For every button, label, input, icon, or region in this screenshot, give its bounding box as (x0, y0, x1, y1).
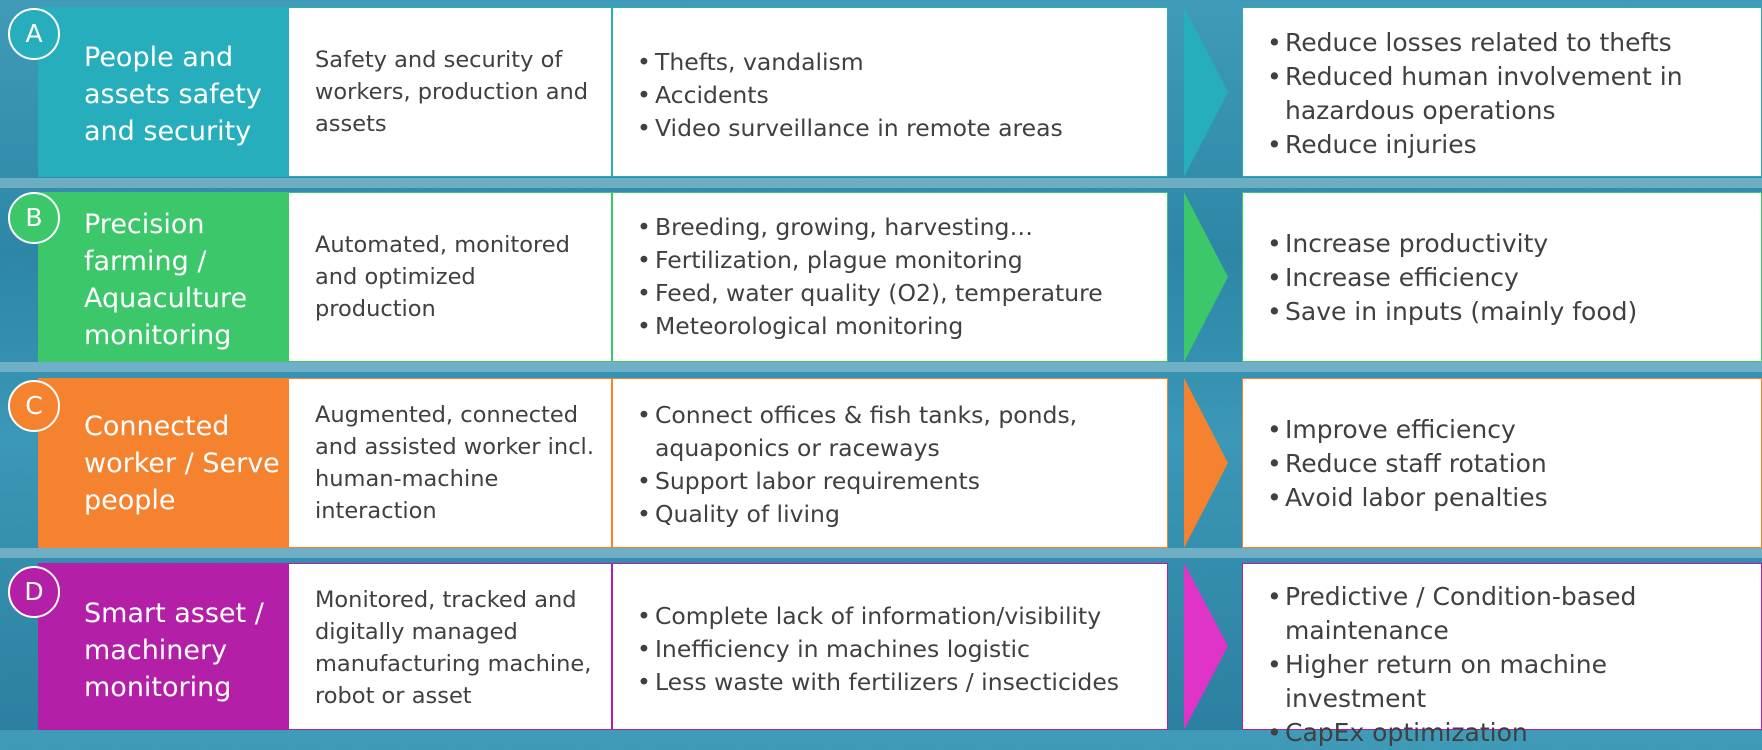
benefit-item: Reduce losses related to thefts (1267, 26, 1751, 60)
background-water (0, 362, 1762, 372)
benefits-box: Increase productivity Increase efficienc… (1242, 192, 1762, 362)
challenge-item: Accidents (637, 79, 1157, 112)
benefit-item: Predictive / Condition-based maintenance (1267, 580, 1751, 648)
benefit-item: Increase efficiency (1267, 261, 1751, 295)
challenges-list: Breeding, growing, harvesting… Fertiliza… (637, 211, 1157, 343)
category-cell: Precision farming / Aquaculture monitori… (38, 192, 288, 362)
benefits-list: Reduce losses related to thefts Reduced … (1267, 26, 1751, 162)
challenges-list: Connect offices & fish tanks, ponds, aqu… (637, 399, 1157, 531)
use-case-row-d: Smart asset / machinery monitoring Monit… (0, 563, 1762, 750)
arrow-right-icon (1184, 378, 1228, 548)
benefit-item: Increase productivity (1267, 227, 1751, 261)
category-title: Smart asset / machinery monitoring (84, 598, 264, 703)
challenge-item: Inefficiency in machines logistic (637, 633, 1157, 666)
benefits-box: Reduce losses related to thefts Reduced … (1242, 7, 1762, 177)
benefit-item: Higher return on machine investment (1267, 648, 1751, 716)
arrow-right-icon (1184, 192, 1228, 362)
benefits-list: Improve efficiency Reduce staff rotation… (1267, 413, 1751, 515)
category-cell: People and assets safety and security (38, 7, 288, 177)
category-letter-badge: D (8, 566, 60, 618)
description-text: Monitored, tracked and digitally managed… (315, 587, 592, 709)
arrow-right-icon (1184, 7, 1228, 177)
benefit-item: Improve efficiency (1267, 413, 1751, 447)
challenge-item: Thefts, vandalism (637, 46, 1157, 79)
challenges-list: Thefts, vandalism Accidents Video survei… (637, 46, 1157, 145)
challenge-item: Support labor requirements (637, 465, 1157, 498)
category-title: Connected worker / Serve people (84, 411, 280, 516)
arrow-right-icon (1184, 563, 1228, 730)
description-box: Augmented, connected and assisted worker… (288, 378, 612, 548)
benefit-item: Reduced human involvement in hazardous o… (1267, 60, 1751, 128)
benefit-item: CapEx optimization (1267, 716, 1751, 750)
category-letter-badge: A (8, 8, 60, 60)
benefits-box: Predictive / Condition-based maintenance… (1242, 563, 1762, 750)
challenge-item: Fertilization, plague monitoring (637, 244, 1157, 277)
use-case-row-c: Connected worker / Serve people Augmente… (0, 378, 1762, 548)
challenge-item: Breeding, growing, harvesting… (637, 211, 1157, 244)
description-text: Automated, monitored and optimized produ… (315, 232, 570, 322)
benefit-item: Reduce staff rotation (1267, 447, 1751, 481)
challenges-box: Breeding, growing, harvesting… Fertiliza… (612, 192, 1168, 362)
challenges-box: Complete lack of information/visibility … (612, 563, 1168, 730)
challenges-box: Connect offices & fish tanks, ponds, aqu… (612, 378, 1168, 548)
use-case-row-a: People and assets safety and security Sa… (0, 7, 1762, 177)
challenge-item: Feed, water quality (O2), temperature (637, 277, 1157, 310)
category-title: People and assets safety and security (84, 42, 262, 147)
benefits-list: Increase productivity Increase efficienc… (1267, 227, 1751, 329)
use-case-row-b: Precision farming / Aquaculture monitori… (0, 192, 1762, 362)
category-cell: Smart asset / machinery monitoring (38, 563, 288, 730)
challenges-list: Complete lack of information/visibility … (637, 600, 1157, 699)
description-text: Safety and security of workers, producti… (315, 47, 589, 137)
category-letter-badge: C (8, 380, 60, 432)
background-water (0, 178, 1762, 188)
description-text: Augmented, connected and assisted worker… (315, 402, 594, 524)
category-cell: Connected worker / Serve people (38, 378, 288, 548)
challenge-item: Quality of living (637, 498, 1157, 531)
challenge-item: Complete lack of information/visibility (637, 600, 1157, 633)
category-title: Precision farming / Aquaculture monitori… (84, 209, 248, 351)
challenge-item: Connect offices & fish tanks, ponds, aqu… (637, 399, 1157, 465)
background-water (0, 548, 1762, 558)
category-letter-badge: B (8, 192, 60, 244)
description-box: Monitored, tracked and digitally managed… (288, 563, 612, 730)
benefit-item: Save in inputs (mainly food) (1267, 295, 1751, 329)
benefits-list: Predictive / Condition-based maintenance… (1267, 580, 1751, 750)
challenge-item: Video surveillance in remote areas (637, 112, 1157, 145)
description-box: Automated, monitored and optimized produ… (288, 192, 612, 362)
challenge-item: Meteorological monitoring (637, 310, 1157, 343)
description-box: Safety and security of workers, producti… (288, 7, 612, 177)
challenge-item: Less waste with fertilizers / insecticid… (637, 666, 1157, 699)
benefit-item: Avoid labor penalties (1267, 481, 1751, 515)
challenges-box: Thefts, vandalism Accidents Video survei… (612, 7, 1168, 177)
benefit-item: Reduce injuries (1267, 128, 1751, 162)
benefits-box: Improve efficiency Reduce staff rotation… (1242, 378, 1762, 548)
